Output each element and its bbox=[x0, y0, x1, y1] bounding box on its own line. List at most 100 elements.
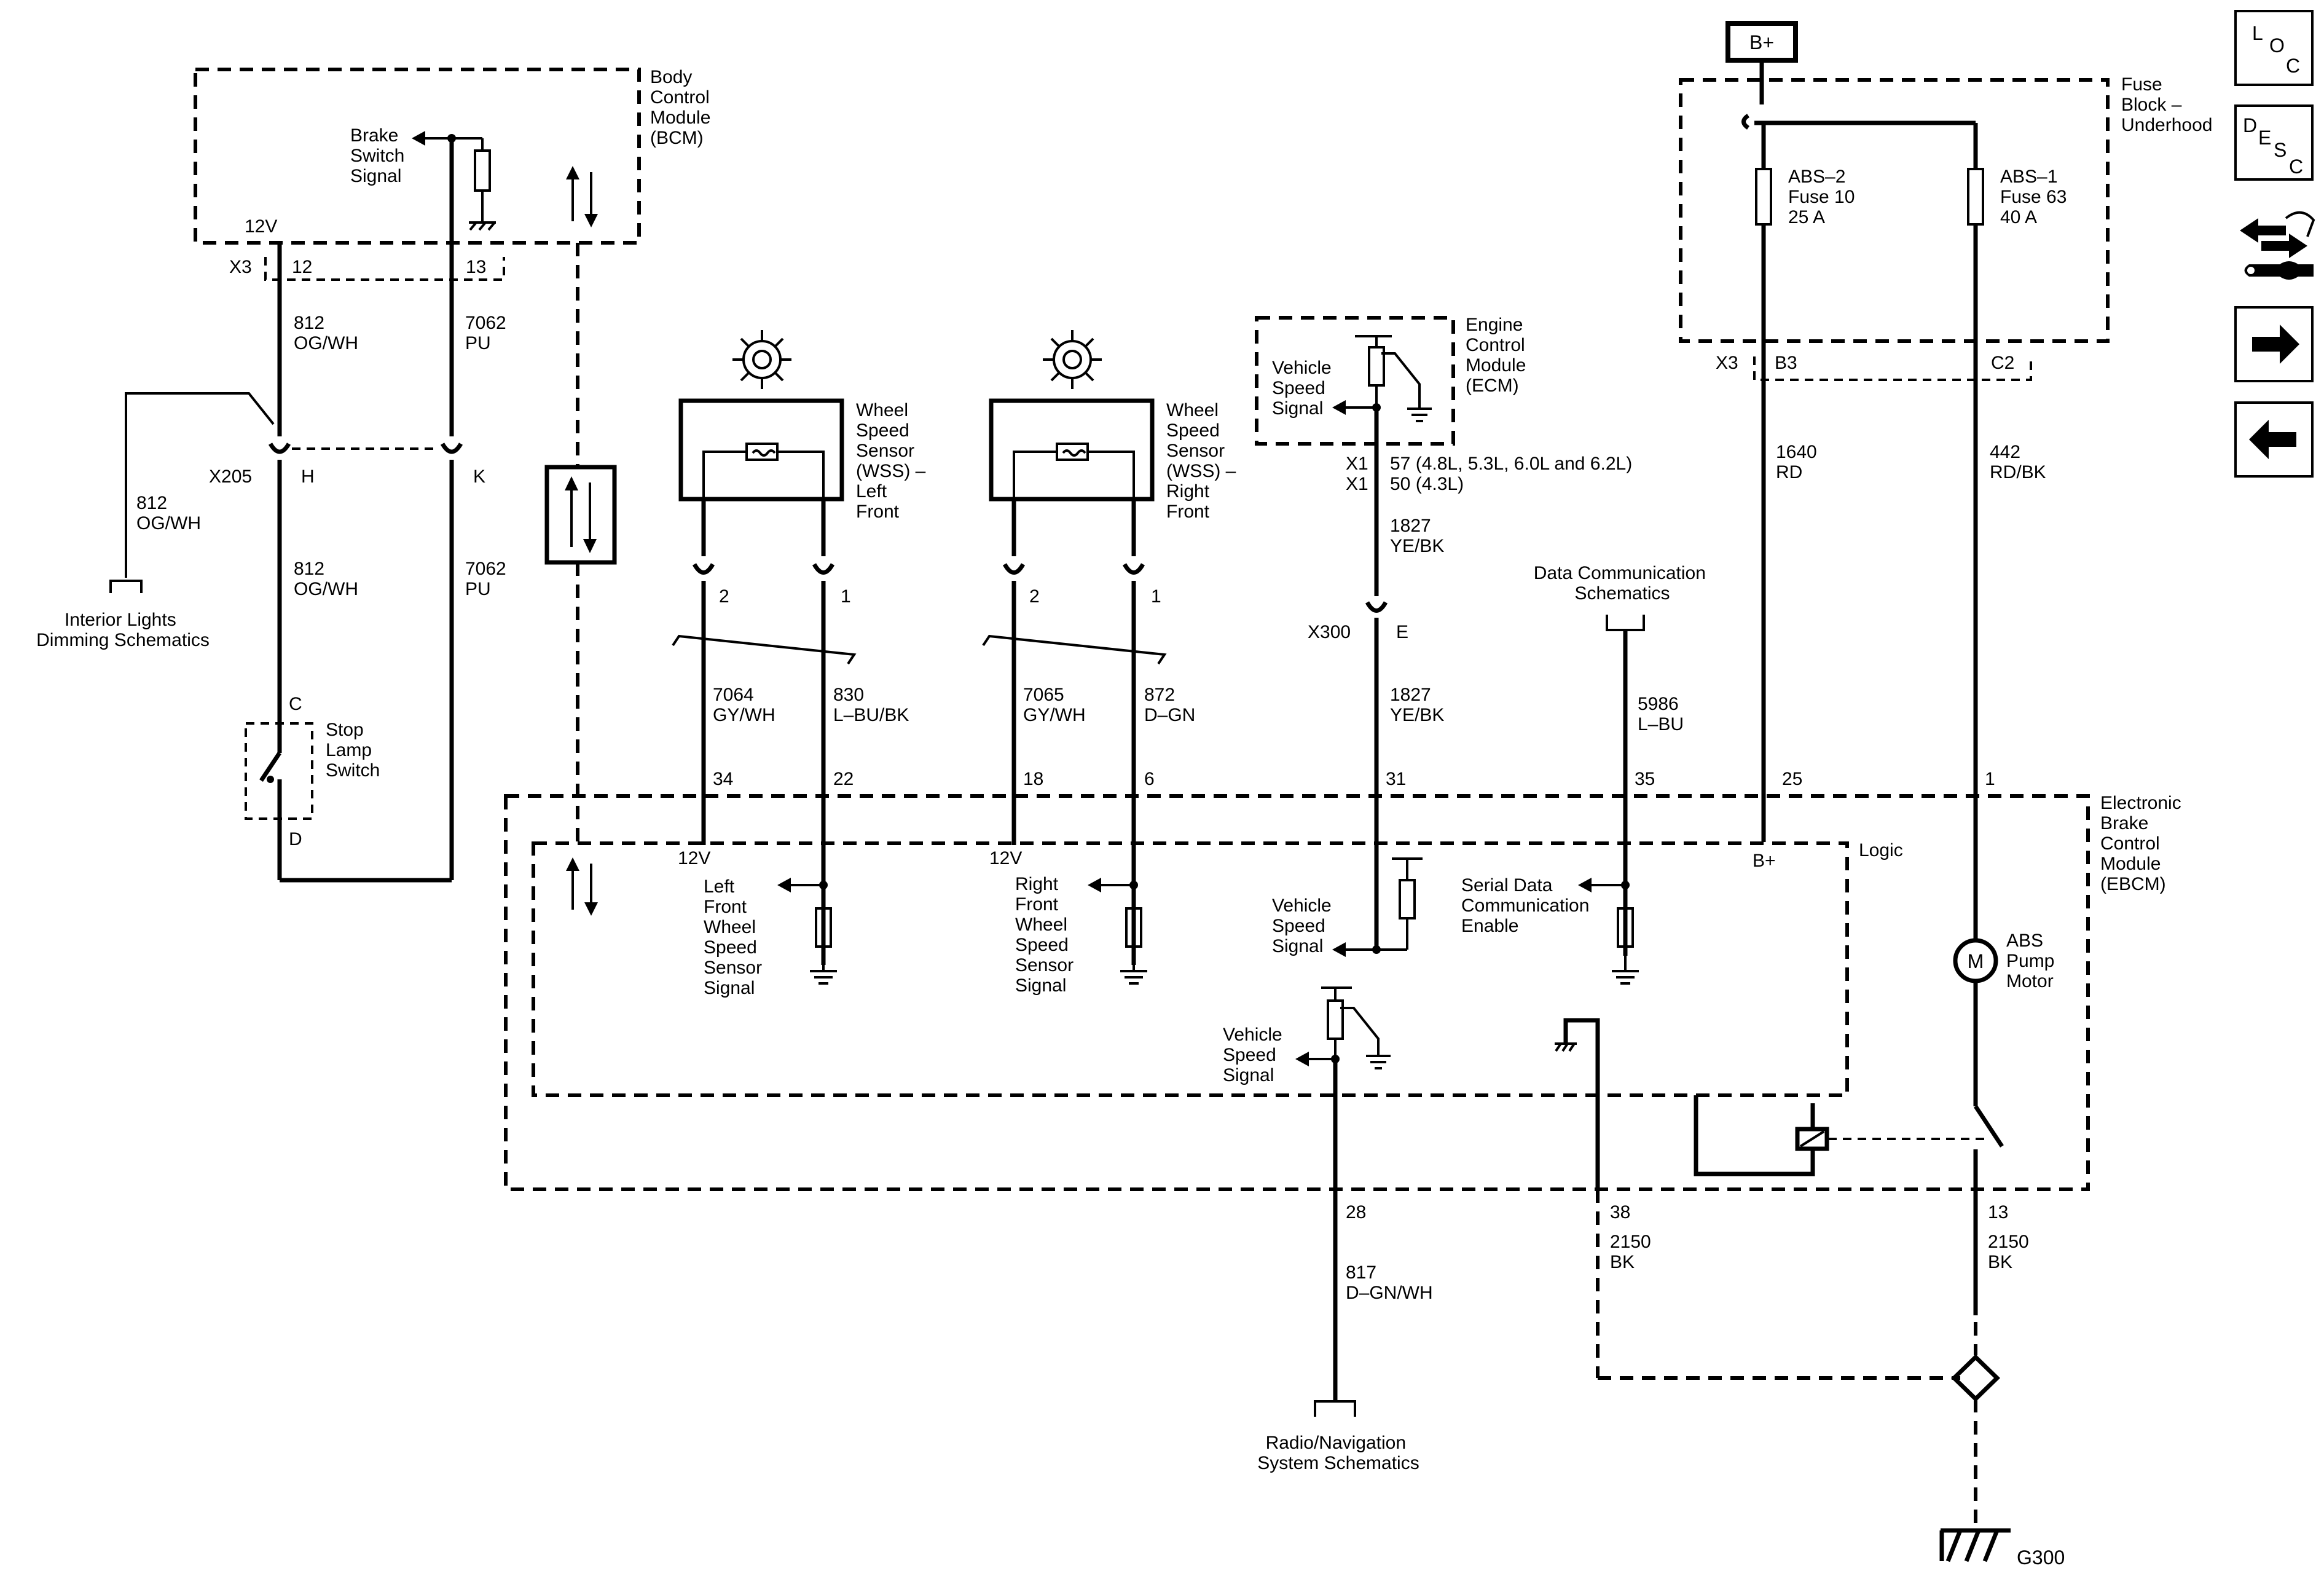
radio-nav-label[interactable]: Radio/Navigation System Schematics bbox=[1257, 1433, 1419, 1473]
wss-right-pin-2: 2 bbox=[1029, 586, 1040, 607]
ebcm-serial-arrows-icon bbox=[566, 857, 598, 916]
ebcm-bplus-label: B+ bbox=[1753, 851, 1776, 871]
loc-button[interactable]: L O C bbox=[2234, 10, 2314, 86]
sensor-coil-icon bbox=[745, 443, 779, 461]
signal-arrow-icon bbox=[1295, 1052, 1309, 1066]
output-signal-label: Vehicle Speed Signal bbox=[1223, 1025, 1287, 1085]
connector-tools-icon[interactable] bbox=[2240, 211, 2315, 280]
stop-lamp-pin-c: C bbox=[289, 694, 302, 714]
data-comm-link-icon[interactable] bbox=[1606, 615, 1645, 631]
bcm-module: Body Control Module (BCM) Brake Switch S… bbox=[194, 67, 716, 281]
wire-1640-label: 1640 RD bbox=[1776, 442, 1822, 482]
signal-arrow-icon bbox=[412, 131, 425, 146]
ecm-x1-b: X1 bbox=[1346, 474, 1368, 494]
bcm-pin-12: 12 bbox=[292, 257, 312, 277]
loc-letter-o: O bbox=[2269, 34, 2285, 57]
stop-lamp-pin-d: D bbox=[289, 829, 302, 849]
wss-right-wire-a: 7065 GY/WH bbox=[1023, 685, 1086, 725]
desc-letter-e: E bbox=[2258, 127, 2271, 149]
previous-page-button[interactable] bbox=[2234, 401, 2314, 478]
pump-label: ABS Pump Motor bbox=[2006, 931, 2060, 991]
brake-switch-signal-label: Brake Switch Signal bbox=[350, 125, 410, 186]
serial-data-link-icon[interactable] bbox=[544, 465, 617, 565]
ebcm-speed-signal-label: Vehicle Speed Signal bbox=[1272, 896, 1337, 956]
ebcm-speed-input: Vehicle Speed Signal bbox=[1272, 857, 1423, 957]
ecm-ebcm-pin: 31 bbox=[1386, 769, 1406, 789]
bcm-label: Body Control Module (BCM) bbox=[650, 67, 716, 148]
bcm-pin-13: 13 bbox=[466, 257, 486, 277]
wss-right-wire-b: 872 D–GN bbox=[1144, 685, 1195, 725]
ground-wire-13: 2150 BK bbox=[1988, 1232, 2034, 1272]
wss-left-front: Wheel Speed Sensor (WSS) – Left Front 2 … bbox=[672, 330, 926, 998]
wss-right-12v: 12V bbox=[989, 848, 1022, 868]
g300-label: G300 bbox=[2017, 1546, 2065, 1569]
signal-arrow-icon bbox=[1578, 878, 1592, 892]
output-pin-28: 28 bbox=[1346, 1202, 1366, 1223]
fuse-b3-label: B3 bbox=[1775, 353, 1797, 373]
wss-left-wire-a: 7064 GY/WH bbox=[713, 685, 775, 725]
fuse-block-label: Fuse Block – Underhood bbox=[2121, 74, 2212, 135]
ecm-wire-bottom: 1827 YE/BK bbox=[1390, 685, 1444, 725]
wss-right-signal-label: Right Front Wheel Speed Sensor Signal bbox=[1015, 874, 1078, 996]
ebcm-speed-output: Vehicle Speed Signal bbox=[1223, 986, 1391, 1085]
wire-442-label: 442 RD/BK bbox=[1990, 442, 2046, 482]
ground-pin-38: 38 bbox=[1610, 1202, 1630, 1223]
fuse-abs2-icon bbox=[1755, 168, 1772, 226]
wss-left-wire-b: 830 L–BU/BK bbox=[833, 685, 909, 725]
ecm-pins-a: 57 (4.8L, 5.3L, 6.0L and 6.2L) bbox=[1390, 454, 1632, 474]
interior-lights-label[interactable]: Interior Lights Dimming Schematics bbox=[36, 610, 210, 650]
fuse-abs2-label: ABS–2 Fuse 10 25 A bbox=[1788, 167, 1860, 227]
signal-arrow-icon bbox=[1088, 878, 1101, 892]
relay-switch-contact bbox=[1974, 1105, 2004, 1148]
data-comm-wire: 5986 L–BU bbox=[1638, 694, 1684, 734]
fuse-abs1-icon bbox=[1967, 168, 1984, 226]
wire-7062-label: 7062 PU bbox=[465, 313, 511, 353]
wss-left-pin-1: 1 bbox=[841, 586, 851, 607]
fuse-abs1-label: ABS–1 Fuse 63 40 A bbox=[2000, 167, 2072, 227]
wss-right-front: Wheel Speed Sensor (WSS) – Right Front 2… bbox=[982, 330, 1236, 996]
gear-icon bbox=[732, 330, 791, 389]
ebcm-ground-13: 13 2150 BK G300 bbox=[1939, 1189, 2065, 1569]
wss-right-pin-1: 1 bbox=[1151, 586, 1161, 607]
bcm-x3-label: X3 bbox=[229, 257, 252, 277]
desc-letter-c: C bbox=[2289, 156, 2303, 178]
radio-link-icon[interactable] bbox=[1314, 1400, 1356, 1417]
ebcm-label: Electronic Brake Control Module (EBCM) bbox=[2100, 793, 2186, 894]
bplus-source-label: B+ bbox=[1749, 31, 1774, 53]
logic-label: Logic bbox=[1859, 840, 1903, 860]
ebcm-module: Electronic Brake Control Module (EBCM) L… bbox=[504, 793, 2186, 1191]
stop-lamp-switch: C Stop Lamp Switch D bbox=[245, 694, 380, 880]
desc-button[interactable]: D E S C bbox=[2234, 104, 2314, 181]
wss-left-pin-a: 34 bbox=[713, 769, 733, 789]
wire-812-label: 812 OG/WH bbox=[294, 313, 358, 353]
gear-icon bbox=[1043, 330, 1102, 389]
wire-interior-branch bbox=[125, 392, 275, 578]
interior-lights-link-icon[interactable] bbox=[109, 580, 143, 593]
ground-icon bbox=[1120, 970, 1147, 985]
transistor-switch-icon bbox=[1340, 1007, 1380, 1056]
next-page-button[interactable] bbox=[2234, 306, 2314, 382]
x205-label: X205 bbox=[209, 467, 252, 487]
ecm-signal-label: Vehicle Speed Signal bbox=[1272, 358, 1337, 419]
arrow-left-icon bbox=[2249, 420, 2296, 459]
bidirectional-arrows-icon bbox=[566, 166, 598, 227]
data-comm-label[interactable]: Data Communication Schematics bbox=[1534, 563, 1711, 604]
pullup-resistor-icon bbox=[474, 149, 491, 192]
ecm-wire-top: 1827 YE/BK bbox=[1390, 516, 1444, 556]
loc-letter-c: C bbox=[2286, 55, 2300, 77]
desc-letter-d: D bbox=[2243, 114, 2257, 136]
stop-lamp-label: Stop Lamp Switch bbox=[326, 720, 380, 781]
fuse-c2-label: C2 bbox=[1991, 353, 2014, 373]
wss-right-pin-a: 18 bbox=[1023, 769, 1043, 789]
twisted-pair-icon bbox=[982, 634, 1167, 665]
splice-diamond-icon bbox=[1950, 1354, 2001, 1402]
x300-connector bbox=[1365, 601, 1388, 613]
ground-icon bbox=[1612, 970, 1639, 985]
bplus-source-badge: B+ bbox=[1725, 21, 1798, 63]
motor-symbol: M bbox=[1968, 950, 1984, 972]
x300-label: X300 bbox=[1308, 622, 1351, 642]
desc-letter-s: S bbox=[2274, 139, 2287, 161]
x205-pin-k: K bbox=[473, 467, 485, 487]
wss-left-12v: 12V bbox=[678, 848, 710, 868]
